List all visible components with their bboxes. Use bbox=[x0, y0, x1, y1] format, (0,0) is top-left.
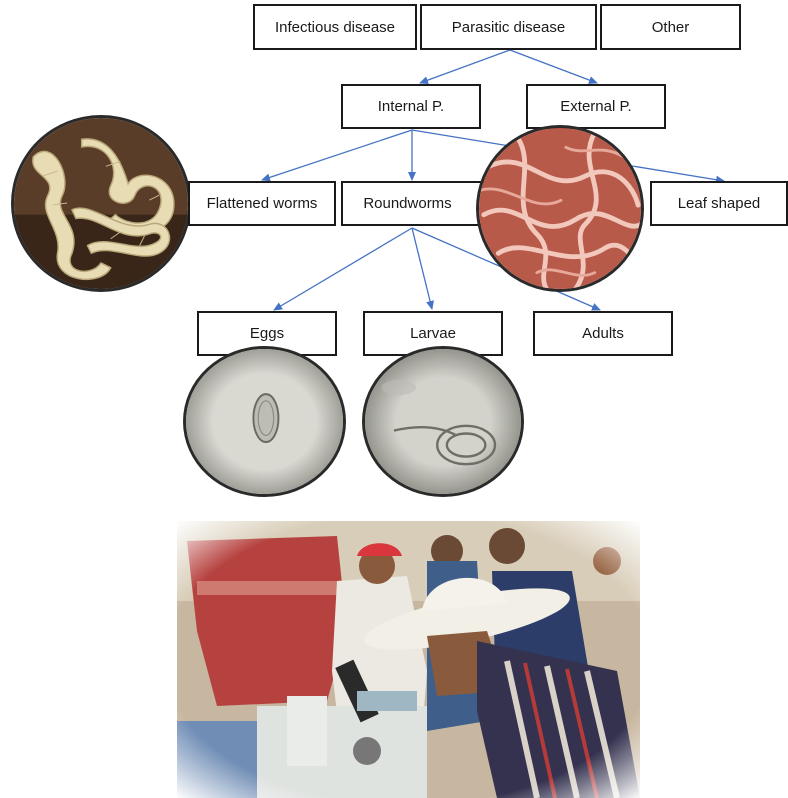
node-other: Other bbox=[600, 4, 741, 50]
flatworm-photo-circle bbox=[11, 115, 191, 292]
farmer-at-microscope-image bbox=[177, 521, 640, 798]
node-internal-p: Internal P. bbox=[341, 84, 481, 129]
arrow-parasitic-internal bbox=[420, 50, 510, 83]
node-infectious-disease: Infectious disease bbox=[253, 4, 417, 50]
node-leaf-shaped: Leaf shaped bbox=[650, 181, 788, 226]
arrow-parasitic-external bbox=[510, 50, 597, 83]
arrow-roundworms-larvae bbox=[412, 228, 432, 309]
roundworm-cluster-image bbox=[479, 128, 641, 289]
arrow-roundworms-eggs bbox=[274, 228, 412, 310]
node-external-p: External P. bbox=[526, 84, 666, 129]
roundworm-photo-circle bbox=[476, 125, 644, 292]
egg-microscopy-image bbox=[186, 349, 343, 494]
node-roundworms: Roundworms bbox=[341, 181, 486, 226]
larva-microscopy-image bbox=[365, 349, 521, 494]
larvae-microscopy-circle bbox=[362, 346, 524, 497]
field-microscope-photo bbox=[177, 521, 640, 798]
tapeworm-segments-image bbox=[14, 118, 188, 289]
arrow-internal-flattened bbox=[262, 130, 412, 180]
node-adults: Adults bbox=[533, 311, 673, 356]
eggs-microscopy-circle bbox=[183, 346, 346, 497]
node-flattened-worms: Flattened worms bbox=[188, 181, 336, 226]
node-parasitic-disease: Parasitic disease bbox=[420, 4, 597, 50]
